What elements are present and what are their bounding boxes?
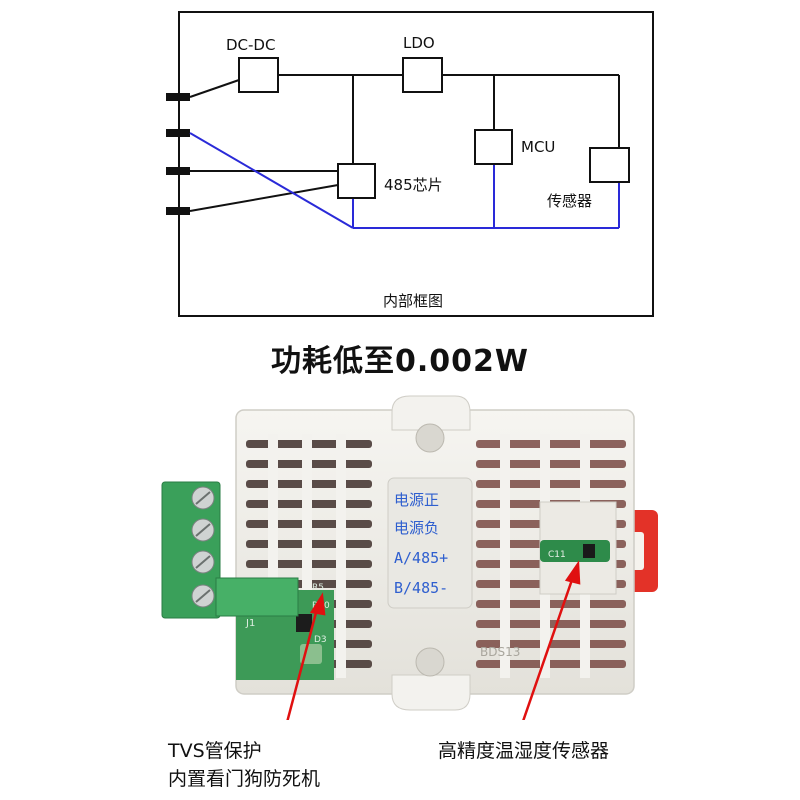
callout-arrows <box>286 560 581 720</box>
dcdc-block <box>238 57 279 93</box>
panel-line-1: 电源正 <box>394 491 439 509</box>
connector-pin-2 <box>166 129 190 137</box>
connector-pin-1 <box>166 93 190 101</box>
panel-line-4: B/485- <box>394 579 448 597</box>
terminal-block <box>161 481 299 619</box>
diagram-frame <box>178 11 654 317</box>
headline: 功耗低至0.002W <box>271 344 529 379</box>
ldo-label: LDO <box>403 34 435 52</box>
housing-mark: BDS13 <box>480 645 520 659</box>
ldo-block <box>402 57 443 93</box>
rs485-block <box>337 163 376 199</box>
rs485-label: 485芯片 <box>384 176 443 194</box>
sensor-pcb-mark: C11 <box>548 550 566 560</box>
label-panel <box>387 477 473 609</box>
mount-hole-bottom <box>415 647 445 677</box>
pcb-mark-d3: D3 <box>314 635 327 645</box>
ground-wires <box>189 132 620 229</box>
mcu-block <box>474 129 513 165</box>
housing: 电源正 电源负 A/485+ B/485- <box>235 395 635 711</box>
sensor-block <box>589 147 630 183</box>
sensor-label: 传感器 <box>547 192 593 210</box>
frame-caption: 内部框图 <box>383 292 444 310</box>
tvs-diode <box>296 614 312 632</box>
connector-pin-4 <box>166 207 190 215</box>
pcb-mark-j1: J1 <box>245 618 255 629</box>
dcdc-label: DC-DC <box>226 36 276 54</box>
callout-tvs: TVS管保护 <box>168 740 262 762</box>
panel-line-3: A/485+ <box>394 549 448 567</box>
block-diagram <box>166 11 654 317</box>
panel-line-2: 电源负 <box>394 519 439 537</box>
callout-sensor: 高精度温湿度传感器 <box>438 740 610 762</box>
mount-hole-top <box>415 423 445 453</box>
power-wires <box>189 74 620 212</box>
mcu-label: MCU <box>521 138 556 156</box>
connector-pin-3 <box>166 167 190 175</box>
callout-watchdog: 内置看门狗防死机 <box>168 768 321 790</box>
pcb-mark-r5: R5 <box>312 583 324 593</box>
module-illustration: 电源正 电源负 A/485+ B/485- C11 J1 R5 R10 D3 B… <box>161 395 658 720</box>
